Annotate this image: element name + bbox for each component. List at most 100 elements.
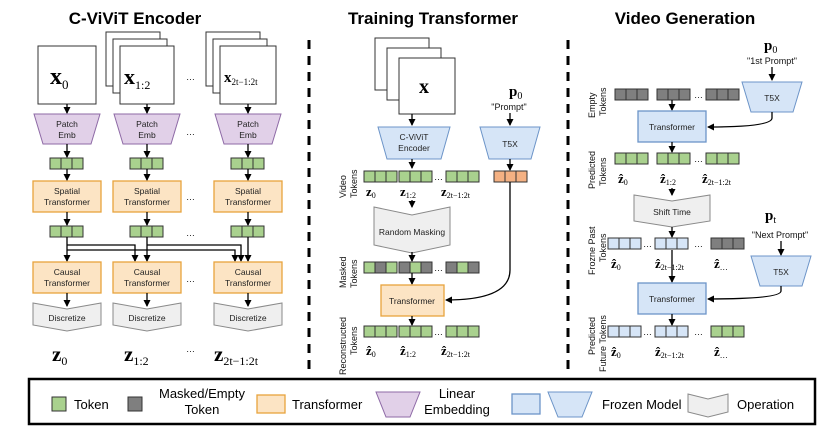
discretize-1: Discretize xyxy=(112,302,182,332)
patch-emb-2: Patch Emb xyxy=(214,113,282,145)
empty-tokens-label: Empty xyxy=(587,92,597,118)
video-token-z1: z1:2 xyxy=(400,184,416,200)
training-frame-var: x xyxy=(419,76,429,98)
causal-transformer-1: Causal Transformer xyxy=(112,261,182,294)
video-tokens-label: Video xyxy=(338,175,348,198)
past-z2: ẑ… xyxy=(714,256,728,272)
frame-sub: 1:2 xyxy=(135,78,150,92)
prompt-token-row xyxy=(493,170,528,183)
gen-transformer-1: Transformer xyxy=(637,110,707,143)
frame-image xyxy=(219,45,277,105)
future-z1: ẑ2t−1:2t xyxy=(655,344,685,360)
recon-z1: ẑ1:2 xyxy=(400,343,416,359)
causal-transformer-0: Causal Transformer xyxy=(32,261,102,294)
reconstructed-label: Tokens xyxy=(349,326,359,355)
patch-emb-label: Emb xyxy=(138,130,156,140)
past-z0: ẑ0 xyxy=(611,256,621,272)
future-z0: ẑ0 xyxy=(611,344,621,360)
legend-token-label: Token xyxy=(74,397,109,412)
legend-token-swatch xyxy=(51,396,67,412)
random-masking: Random Masking xyxy=(373,206,451,254)
legend-linear-swatch xyxy=(375,391,421,418)
training-encoder-label: Encoder xyxy=(398,143,430,153)
t5x-label: T5X xyxy=(773,267,789,277)
causal-label: Transformer xyxy=(44,278,90,288)
future-z2: ẑ… xyxy=(714,344,728,360)
legend-operation-swatch xyxy=(687,393,729,418)
legend-linear-label: Linear xyxy=(439,386,476,401)
svg-text:x2t−1:2t: x2t−1:2t xyxy=(224,70,258,87)
token-row-enc-2 xyxy=(49,225,265,238)
next-prompt: "Next Prompt" xyxy=(752,230,808,240)
title-training: Training Transformer xyxy=(348,9,518,28)
svg-text:…: … xyxy=(434,263,443,273)
token-row-enc-1 xyxy=(49,157,265,170)
past-z1: ẑ2t−1:2t xyxy=(655,256,685,272)
svg-text:…: … xyxy=(434,172,443,182)
gen-transformer-label: Transformer xyxy=(649,294,695,304)
spatial-transformer-0: Spatial Transformer xyxy=(32,180,102,213)
shift-time: Shift Time xyxy=(633,194,711,228)
gen-prompt-t-var: pt xyxy=(765,208,776,226)
spatial-label: Spatial xyxy=(235,186,261,196)
patch-emb-0: Patch Emb xyxy=(33,113,101,145)
svg-text:…: … xyxy=(643,239,652,249)
legend-masked-swatch xyxy=(127,396,143,412)
frozen-past-label: Frozne Past xyxy=(587,226,597,275)
output-z-0: z0 xyxy=(52,342,67,368)
legend-frozen-label: Frozen Model xyxy=(602,397,682,412)
svg-text:…: … xyxy=(694,90,703,100)
legend: Token Masked/Empty Token Transformer Lin… xyxy=(27,377,817,426)
gen-transformer-label: Transformer xyxy=(649,122,695,132)
causal-transformer-2: Causal Transformer xyxy=(213,261,283,294)
patch-emb-label: Patch xyxy=(56,119,78,129)
legend-masked-label: Token xyxy=(185,402,220,417)
svg-text:x1:2: x1:2 xyxy=(124,64,150,92)
pred-future-token-row: … … xyxy=(607,325,745,338)
gen-t5x-2: T5X xyxy=(750,255,812,287)
pred-z2: ẑ2t−1:2t xyxy=(702,171,732,187)
random-masking-label: Random Masking xyxy=(379,227,445,237)
training-t5x: T5X xyxy=(479,126,541,160)
spatial-label: Spatial xyxy=(134,186,160,196)
frozen-past-token-row: … … xyxy=(607,237,745,250)
ellipsis: … xyxy=(186,344,195,354)
t5x-label: T5X xyxy=(764,93,780,103)
patch-emb-label: Patch xyxy=(136,119,158,129)
legend-frozen-swatch-trap xyxy=(547,391,593,418)
discretize-0: Discretize xyxy=(32,302,102,332)
title-generation: Video Generation xyxy=(615,9,755,28)
gen-transformer-2: Transformer xyxy=(637,282,707,315)
frozen-past-label: Tokens xyxy=(598,233,608,262)
discretize-label: Discretize xyxy=(229,313,267,323)
training-prompt-var: p0 xyxy=(509,84,522,102)
frame-sub: 2t−1:2t xyxy=(232,77,259,87)
svg-text:…: … xyxy=(694,327,703,337)
svg-text:…: … xyxy=(643,327,652,337)
causal-label: Transformer xyxy=(225,278,271,288)
empty-token-row: … xyxy=(614,88,740,101)
spatial-label: Transformer xyxy=(225,197,271,207)
frame-var: x xyxy=(50,64,62,90)
training-transformer-label: Transformer xyxy=(389,296,435,306)
patch-emb-label: Emb xyxy=(58,130,76,140)
patch-emb-1: Patch Emb xyxy=(113,113,181,145)
legend-transformer-label: Transformer xyxy=(292,397,363,412)
causal-connections xyxy=(63,237,252,262)
spatial-transformer-2: Spatial Transformer xyxy=(213,180,283,213)
ellipsis: … xyxy=(186,192,195,202)
svg-text:…: … xyxy=(434,327,443,337)
frame-var: x xyxy=(124,64,135,89)
legend-transformer-swatch xyxy=(256,394,286,414)
svg-text:…: … xyxy=(694,239,703,249)
predicted-token-row: … xyxy=(614,152,740,165)
output-z-2: z2t−1:2t xyxy=(214,342,259,368)
title-encoder: C-ViViT Encoder xyxy=(69,9,202,28)
patch-emb-label: Patch xyxy=(237,119,259,129)
ellipsis: … xyxy=(186,72,195,82)
ellipsis: … xyxy=(186,228,195,238)
recon-z2: ẑ2t−1:2t xyxy=(441,343,471,359)
predicted-tokens-label: Tokens xyxy=(598,157,608,186)
masked-tokens-label: Tokens xyxy=(349,259,359,288)
